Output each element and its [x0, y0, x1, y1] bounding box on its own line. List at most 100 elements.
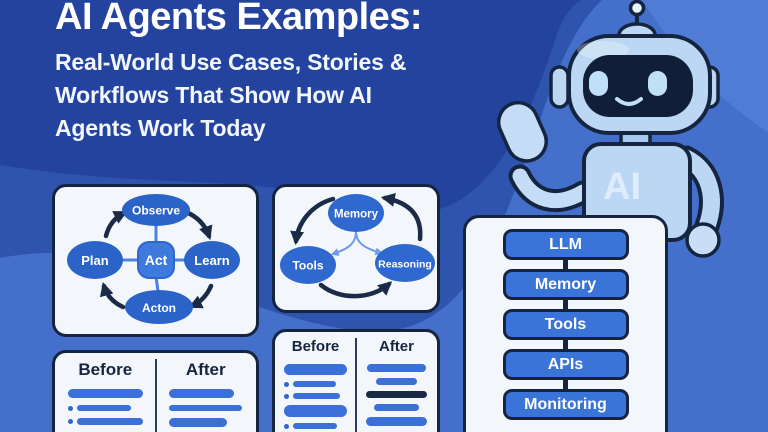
arrow-tools-to-reasoning [318, 281, 393, 299]
antenna-ball [628, 0, 646, 17]
text-bar [284, 364, 347, 375]
arrow-observe-to-learn [183, 209, 213, 240]
text-bar-row [365, 404, 428, 411]
text-bar-row [284, 364, 347, 375]
text-bar [365, 391, 428, 398]
smile [615, 97, 643, 106]
subtitle-line-2: Workflows That Show How AI [55, 82, 372, 108]
arrow-acton-to-plan [99, 281, 126, 310]
connector-bottom [154, 276, 160, 292]
subtitle-line-1: Real-World Use Cases, Stories & [55, 49, 407, 75]
robot-face-screen [583, 55, 693, 117]
after-column [156, 387, 257, 432]
left-arm [512, 168, 591, 208]
node-observe-label: Observe [132, 204, 180, 218]
node-reasoning [375, 244, 435, 282]
before-column [275, 362, 356, 432]
text-bar-row [284, 405, 347, 417]
text-bar-row [168, 405, 244, 411]
left-eye [589, 71, 608, 96]
robot-mascot: AI [496, 0, 724, 258]
text-bar [168, 405, 242, 411]
text-bar [376, 378, 417, 385]
node-reasoning-label: Reasoning [378, 259, 432, 271]
agent-cycle-diagram: Observe Plan Learn Acton Act [67, 194, 240, 324]
text-bar-row [68, 389, 143, 398]
arrow-memory-to-tools [290, 196, 336, 246]
text-bar [68, 389, 143, 398]
stack-connector [563, 338, 568, 351]
text-bar-row [168, 389, 244, 398]
after-header: After [378, 338, 414, 355]
column-divider [355, 338, 357, 432]
text-bar-row [68, 405, 143, 411]
node-tools-label: Tools [292, 259, 323, 273]
text-bar [293, 393, 340, 399]
stack-connector [563, 298, 568, 311]
arrow-memory-split-left [330, 230, 357, 256]
after-header: After [185, 360, 226, 379]
node-observe [122, 194, 190, 226]
text-bar [365, 417, 428, 426]
robot-chest-label: AI [603, 166, 641, 208]
agent-stack-panel: LLM Memory Tools APIs Monitoring [463, 215, 668, 432]
arrow-memory-split-right [355, 230, 384, 256]
agent-loop-diagram: Memory Tools Reasoning [280, 192, 435, 299]
subtitle-line-3: Agents Work Today [55, 115, 266, 141]
text-bar [293, 381, 336, 387]
right-hand-fist [685, 222, 721, 258]
text-bar [366, 364, 427, 372]
right-eye [648, 71, 667, 96]
bullet-dot [284, 423, 289, 429]
text-bar-row [284, 393, 347, 399]
after-column [356, 362, 437, 432]
node-plan-label: Plan [81, 253, 109, 268]
bullet-dot [68, 405, 73, 411]
text-bar-row [365, 364, 428, 372]
stack-box-monitoring: Monitoring [502, 389, 629, 420]
node-learn [184, 241, 240, 279]
node-memory [328, 194, 384, 232]
before-header: Before [78, 360, 133, 379]
column-divider [154, 359, 157, 432]
bullet-dot [284, 381, 289, 387]
stack-connector [563, 258, 568, 271]
bullet-dot [284, 393, 289, 399]
stack-connector [563, 378, 568, 391]
stack-box-llm: LLM [502, 229, 629, 260]
agent-loop-panel: Memory Tools Reasoning [272, 184, 440, 313]
text-bar [168, 389, 235, 398]
text-bar-row [365, 391, 428, 398]
page-title: AI Agents Examples: [55, 0, 423, 38]
text-bar-row [284, 423, 347, 429]
node-acton [125, 290, 193, 324]
agent-cycle-panel: Observe Plan Learn Acton Act [52, 184, 259, 337]
stack-box-tools: Tools [502, 309, 629, 340]
text-bar [293, 423, 338, 429]
before-column [55, 387, 156, 432]
stack-box-apis: APIs [502, 349, 629, 380]
text-bar-row [365, 417, 428, 426]
text-bar-row [68, 418, 143, 425]
head-highlight [577, 41, 629, 59]
node-learn-label: Learn [194, 253, 229, 268]
text-bar-row [284, 381, 347, 387]
right-arm [677, 149, 720, 235]
node-act-label: Act [145, 252, 168, 268]
bullet-dot [68, 419, 73, 424]
node-memory-label: Memory [334, 209, 379, 221]
node-act [137, 241, 175, 279]
node-tools [280, 246, 336, 284]
arrow-learn-to-acton [188, 283, 214, 309]
text-bar-row [365, 378, 428, 385]
text-bar-row [168, 418, 244, 427]
stack-box-memory: Memory [502, 269, 629, 300]
text-bar [77, 405, 131, 411]
text-bar [284, 405, 347, 417]
left-ear [549, 65, 570, 109]
waving-hand [496, 100, 548, 163]
node-acton-label: Acton [142, 301, 176, 315]
node-plan [67, 241, 123, 279]
arrow-reasoning-to-memory [380, 192, 423, 242]
